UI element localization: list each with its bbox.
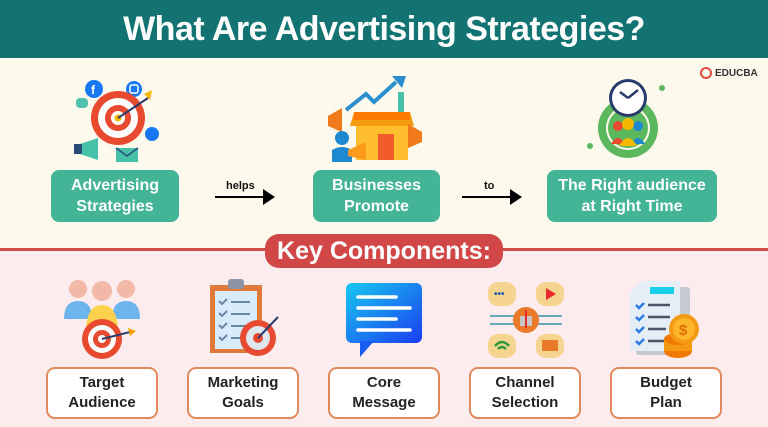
- storefront-megaphone-icon: [328, 76, 422, 162]
- component-label-line1: Budget: [640, 374, 692, 391]
- svg-text:•••: •••: [494, 289, 505, 300]
- arrow-right-icon: [462, 189, 522, 205]
- component-label-line1: Marketing: [207, 374, 279, 391]
- component-label-line2: Message: [352, 394, 416, 411]
- step-label-line2: Strategies: [76, 198, 154, 215]
- budget-document-coins-icon: $: [630, 281, 699, 358]
- flow-step-right-audience: The Right audience at Right Time: [547, 170, 717, 222]
- target-social-media-icon: f: [74, 80, 159, 162]
- connector-label-to: to: [484, 180, 495, 192]
- page-title: What Are Advertising Strategies?: [0, 0, 768, 58]
- svg-text:$: $: [679, 322, 688, 339]
- step-label-line1: Advertising: [70, 177, 159, 194]
- connector-label-helps: helps: [226, 180, 255, 192]
- section-title: Key Components:: [265, 234, 503, 268]
- educba-logo-icon: [700, 67, 712, 79]
- component-label-line1: Target: [79, 374, 125, 391]
- component-label-line2: Audience: [68, 394, 136, 411]
- component-label-line1: Core: [366, 374, 402, 391]
- step-label-line2: at Right Time: [581, 198, 683, 215]
- channel-network-icon: •••: [488, 282, 564, 358]
- svg-text:f: f: [91, 83, 96, 97]
- message-bubble-icon: [346, 283, 422, 357]
- audience-target-icon: [64, 280, 140, 359]
- step-label-line1: Businesses: [332, 177, 421, 194]
- component-label-line2: Plan: [650, 394, 682, 411]
- step-label-line2: Promote: [344, 198, 409, 215]
- arrow-right-icon: [215, 189, 275, 205]
- brand-logo: EDUCBA: [700, 67, 758, 79]
- brand-name: EDUCBA: [715, 67, 758, 79]
- clock-audience-icon: [587, 79, 665, 158]
- component-label-line2: Selection: [491, 394, 559, 411]
- step-label-line1: The Right audience: [558, 177, 706, 194]
- component-label-line2: Goals: [222, 394, 264, 411]
- component-label-line1: Channel: [495, 374, 555, 391]
- clipboard-goal-icon: [210, 279, 279, 356]
